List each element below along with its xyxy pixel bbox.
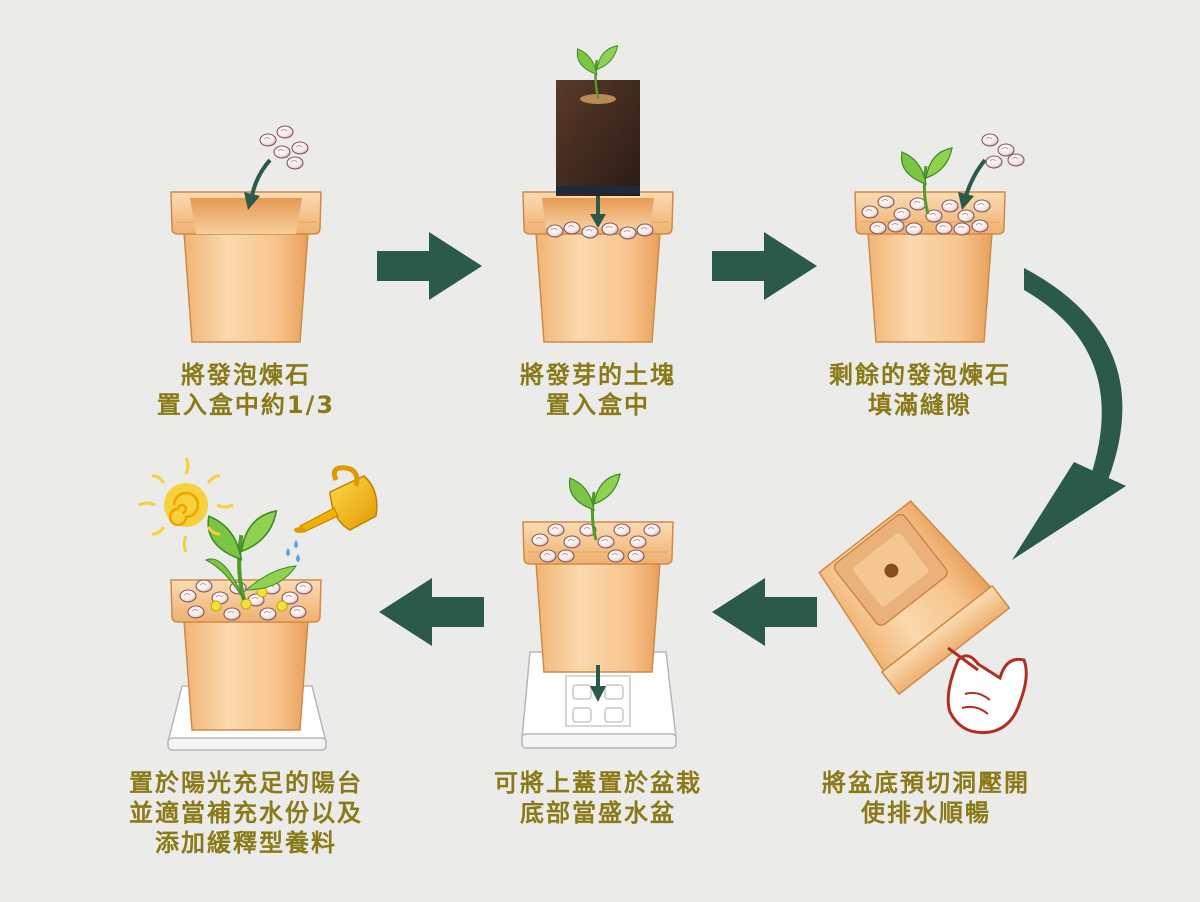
arrow-5-to-6	[379, 578, 484, 646]
step1-caption-line2: 置入盒中約1/3	[156, 391, 336, 419]
step6-caption-line1: 置於陽光充足的陽台	[129, 769, 363, 797]
step3-down-arrow	[964, 158, 987, 197]
step2-soil-block	[556, 44, 640, 196]
sun-icon	[138, 457, 234, 553]
step6-caption-line3: 添加緩釋型養料	[155, 829, 337, 857]
arrow-2-to-3	[712, 232, 817, 300]
watering-can-icon	[286, 465, 378, 562]
curved-arrow-head	[1012, 462, 1126, 560]
step3-caption-line1: 剩餘的發泡煉石	[829, 361, 1011, 389]
step5-caption-line2: 底部當盛水盆	[520, 799, 676, 827]
step6-caption-line2: 並適當補充水份以及	[129, 799, 363, 827]
step1-caption-line1: 將發泡煉石	[181, 361, 311, 389]
step5-caption-line1: 可將上蓋置於盆栽	[494, 769, 702, 797]
step1-arrow-head	[244, 192, 260, 210]
step1-caption: 將發泡煉石 置入盒中約1/3	[96, 360, 396, 420]
arrow-1-to-2	[377, 232, 482, 300]
step6-pebbles	[179, 579, 313, 621]
step3-arrow-head	[958, 192, 974, 210]
step5-arrow-head	[590, 686, 606, 702]
arrow-4-to-5	[712, 578, 817, 646]
step4-caption-line2: 使排水順暢	[861, 799, 991, 827]
step2-caption-line2: 置入盒中	[546, 391, 650, 419]
step3-caption: 剩餘的發泡煉石 填滿縫隙	[770, 360, 1070, 420]
step4-caption: 將盆底預切洞壓開 使排水順暢	[776, 768, 1076, 828]
step2-caption-line1: 將發芽的土塊	[520, 361, 676, 389]
step6-plant	[204, 511, 297, 600]
step1-pot	[170, 191, 322, 343]
step5-caption: 可將上蓋置於盆栽 底部當盛水盆	[448, 768, 748, 828]
pointing-hand-icon	[946, 646, 1028, 735]
step2-arrow-head	[590, 214, 606, 228]
step4-pot	[818, 500, 1011, 696]
step4-caption-line1: 將盆底預切洞壓開	[822, 769, 1030, 797]
curved-arrow-shaft	[1024, 268, 1123, 480]
step2-caption: 將發芽的土塊 置入盒中	[448, 360, 748, 420]
step1-down-arrow	[250, 158, 272, 197]
step6-caption: 置於陽光充足的陽台 並適當補充水份以及 添加緩釋型養料	[96, 768, 396, 858]
step3-caption-line2: 填滿縫隙	[868, 391, 972, 419]
